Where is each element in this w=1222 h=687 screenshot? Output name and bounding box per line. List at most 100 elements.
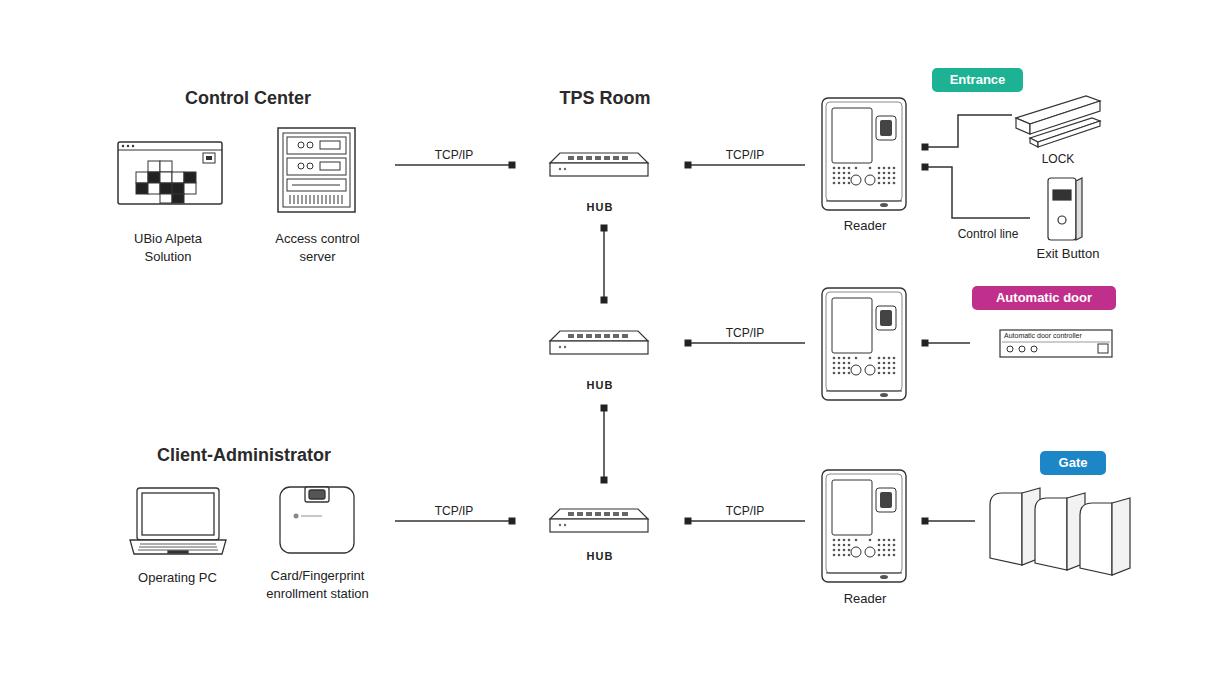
edge-label: TCP/IP (724, 326, 767, 340)
software-window-part (206, 156, 212, 160)
server-rack-part (287, 158, 346, 175)
connector-group (685, 162, 806, 169)
reader-device (805, 282, 925, 402)
laptop-icon: Operating PC (120, 482, 235, 590)
server-rack-part (298, 163, 304, 169)
magnetic-lock: LOCK (1012, 92, 1104, 170)
exit-button: Exit Button (1030, 175, 1106, 265)
laptop-drawing-part-part (139, 547, 217, 548)
software-window-part-part (148, 172, 160, 183)
cable-terminal (685, 340, 692, 347)
edge-label: TCP/IP (724, 504, 767, 518)
software-window-part-part (184, 172, 196, 183)
door-controller-drawing-part (1098, 344, 1108, 353)
device-print: Automatic door controller (1004, 332, 1082, 340)
cable-terminal (685, 518, 692, 525)
software-window-part-part (184, 183, 196, 194)
door-controller-drawing-part (1000, 330, 1112, 357)
reader-drawing (822, 470, 906, 582)
edge-label: TCP/IP (433, 504, 476, 518)
cable-terminal (509, 162, 516, 169)
network-cable (688, 520, 805, 522)
turnstile-drawing-part (1035, 498, 1067, 570)
hub-drawing (550, 331, 648, 354)
hub-drawing (550, 509, 648, 532)
connector-group (685, 518, 806, 525)
turnstile-drawing-part (1112, 498, 1130, 575)
turnstile-drawing-part (990, 493, 1022, 565)
edge-label: Control line (956, 227, 1021, 241)
door-controller-drawing-part (1019, 346, 1025, 352)
software-window-part-part (136, 172, 148, 183)
software-window-part (203, 153, 215, 163)
exit-button-drawing (1048, 178, 1082, 240)
network-cable (603, 408, 605, 480)
turnstile-drawing-part (1080, 503, 1112, 575)
laptop-drawing (130, 488, 226, 554)
server-rack-part (292, 185, 340, 186)
software-window-part (136, 161, 196, 203)
reader-device: Reader (805, 92, 925, 235)
server-rack (278, 128, 355, 212)
device-caption: UBio Alpeta Solution (113, 230, 223, 266)
cable-terminal (601, 405, 608, 412)
software-window-part (127, 145, 129, 147)
network-cable (395, 164, 512, 166)
zone-badge: Gate (1040, 451, 1106, 475)
software-window-part-part (160, 183, 172, 194)
connector-group (395, 162, 516, 169)
server-rack-part (320, 162, 340, 170)
device-caption: Operating PC (120, 569, 235, 587)
reader-drawing (822, 288, 906, 400)
connector-group (601, 225, 608, 304)
network-hub: HUB (512, 300, 688, 408)
network-hub: HUB (512, 132, 688, 228)
door-controller-drawing-part (1002, 342, 1110, 343)
cable-terminal (922, 518, 929, 525)
device-caption: Reader (815, 590, 915, 608)
network-cable (688, 164, 805, 166)
enrollment-drawing-part (301, 515, 322, 516)
network-cable (925, 520, 975, 522)
exit-button-drawing-part (1058, 216, 1066, 224)
connector-group (922, 518, 976, 525)
network-cable (395, 520, 512, 522)
cable-terminal (509, 518, 516, 525)
server-rack-part (287, 137, 346, 154)
server-rack-part (320, 141, 340, 149)
enrollment-drawing-part (305, 487, 329, 502)
server-rack-part-part (338, 195, 339, 204)
software-window-part-part (136, 183, 148, 194)
door-controller-drawing-part (1007, 346, 1013, 352)
server-rack-part-part (306, 195, 307, 204)
exit-button-drawing-part (1076, 178, 1082, 240)
server-rack-part-part (302, 195, 303, 204)
connector-group (601, 405, 608, 484)
lock-drawing-part (1030, 138, 1038, 147)
server-rack-part-part (322, 195, 323, 204)
edge-label: TCP/IP (724, 148, 767, 162)
hub-caption: HUB (570, 378, 630, 392)
network-cable (925, 167, 1030, 218)
laptop-drawing-part (138, 544, 218, 550)
software-window-part-part (172, 172, 184, 183)
cable-terminal (601, 477, 608, 484)
server-rack-part-part (330, 195, 331, 204)
server-rack-part-part (334, 195, 335, 204)
software-window-part-part (148, 183, 160, 194)
hub-caption: HUB (570, 200, 630, 214)
software-window-part-part (160, 161, 172, 172)
server-rack-part (307, 142, 313, 148)
edge-label: TCP/IP (433, 148, 476, 162)
cable-terminal (922, 340, 929, 347)
connector-group (922, 340, 971, 347)
device-caption: Access control server (263, 230, 373, 266)
software-window-part (118, 150, 222, 151)
software-window-part-part (172, 183, 184, 194)
server-rack-icon: Access control server (240, 122, 395, 267)
server-rack-part-part (290, 195, 291, 204)
lock-drawing-part (1038, 121, 1100, 147)
device-caption: Card/Fingerprint enrollment station (258, 567, 378, 603)
cable-terminal (601, 297, 608, 304)
laptop-drawing-part (137, 488, 219, 540)
